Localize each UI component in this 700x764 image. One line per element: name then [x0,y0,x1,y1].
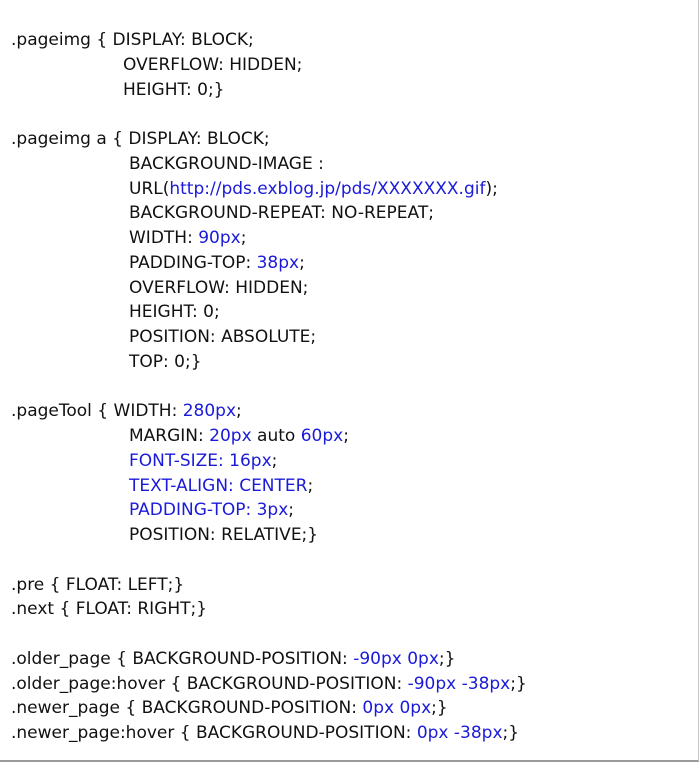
code-line: .pageTool { WIDTH: 280px; [11,399,527,424]
code-text: .older_page { BACKGROUND-POSITION: [11,648,354,669]
highlighted-value: 90px [198,228,241,248]
highlighted-value: 0px -38px [416,723,503,743]
code-text: OVERFLOW: HIDDEN; [123,54,303,75]
code-text: PADDING-TOP: [129,252,257,273]
code-line: OVERFLOW: HIDDEN; [11,53,527,78]
code-text: ; [299,252,305,273]
highlighted-value: 60px [300,426,344,446]
code-line: .older_page:hover { BACKGROUND-POSITION:… [11,672,527,697]
code-text: .newer_page:hover { BACKGROUND-POSITION: [11,723,417,743]
code-text: URL( [129,178,170,199]
code-text: ); [485,178,498,199]
code-text: .older_page:hover { BACKGROUND-POSITION: [11,673,408,694]
code-line: .pageimg { DISPLAY: BLOCK; [11,28,527,53]
code-text: ; [307,475,314,496]
blank-line [11,375,527,400]
code-text: ; [271,450,278,471]
code-text: POSITION: ABSOLUTE; [129,327,317,347]
code-line: .pageimg a { DISPLAY: BLOCK; [11,127,527,152]
code-text: auto [251,426,301,446]
code-text: ;} [510,673,527,694]
code-line: PADDING-TOP: 3px; [11,498,527,523]
highlighted-value: -90px -38px [407,673,511,694]
code-line: URL(http://pds.exblog.jp/pds/XXXXXXX.gif… [11,177,527,202]
code-line: HEIGHT: 0;} [11,78,527,103]
code-text: .pageimg a { DISPLAY: BLOCK; [11,129,270,149]
code-line: TEXT-ALIGN: CENTER; [11,474,527,499]
code-text: .next { FLOAT: RIGHT;} [11,599,208,620]
code-text: BACKGROUND-IMAGE : [129,153,324,174]
code-text: ;} [431,698,448,719]
code-text: POSITION: RELATIVE;} [129,525,319,545]
blank-line [11,102,527,127]
code-text: MARGIN: [129,426,210,446]
code-text: .pageTool { WIDTH: [11,401,183,422]
blank-line [11,548,527,573]
css-code-block: .pageimg { DISPLAY: BLOCK; OVERFLOW: HIDD… [11,28,527,746]
code-line: MARGIN: 20px auto 60px; [11,424,527,449]
code-line: FONT-SIZE: 16px; [11,449,527,474]
code-line: .newer_page { BACKGROUND-POSITION: 0px 0… [11,696,527,721]
code-text: .pre { FLOAT: LEFT;} [11,574,185,595]
highlighted-value: 20px [209,426,252,446]
code-text: HEIGHT: 0;} [123,79,225,100]
url-link[interactable]: http://pds.exblog.jp/pds/XXXXXXX.gif [169,178,486,199]
code-line: PADDING-TOP: 38px; [11,251,527,276]
code-text: OVERFLOW: HIDDEN; [129,277,309,298]
code-text: BACKGROUND-REPEAT: NO-REPEAT; [129,203,434,224]
code-text: HEIGHT: 0; [129,302,220,323]
code-text: ; [288,500,295,521]
highlighted-value: TEXT-ALIGN: CENTER [129,475,308,496]
code-line: BACKGROUND-REPEAT: NO-REPEAT; [11,201,527,226]
blank-line [11,622,527,647]
code-line: OVERFLOW: HIDDEN; [11,276,527,301]
code-line: BACKGROUND-IMAGE : [11,152,527,177]
code-text: .newer_page { BACKGROUND-POSITION: [11,698,363,719]
highlighted-value: PADDING-TOP: 3px [129,500,289,521]
highlighted-value: 0px 0px [362,698,432,719]
code-text: ;} [438,648,456,669]
code-line: WIDTH: 90px; [11,226,527,251]
code-line: TOP: 0;} [11,350,527,375]
code-line: HEIGHT: 0; [11,300,527,325]
code-line: .older_page { BACKGROUND-POSITION: -90px… [11,647,527,672]
code-line: POSITION: ABSOLUTE; [11,325,527,350]
code-text: .pageimg { DISPLAY: BLOCK; [11,30,254,50]
highlighted-value: FONT-SIZE: 16px [129,450,272,471]
code-line: .pre { FLOAT: LEFT;} [11,573,527,598]
code-text: TOP: 0;} [129,351,202,372]
code-text: ; [236,401,242,422]
code-line: .next { FLOAT: RIGHT;} [11,597,527,622]
code-text: ; [343,426,349,446]
highlighted-value: -90px 0px [353,648,439,669]
code-text: ; [240,228,247,248]
code-text: ;} [502,723,520,743]
code-text: WIDTH: [129,228,199,248]
highlighted-value: 280px [182,401,237,422]
code-line: .newer_page:hover { BACKGROUND-POSITION:… [11,721,527,746]
highlighted-value: 38px [256,252,300,273]
code-line: POSITION: RELATIVE;} [11,523,527,548]
